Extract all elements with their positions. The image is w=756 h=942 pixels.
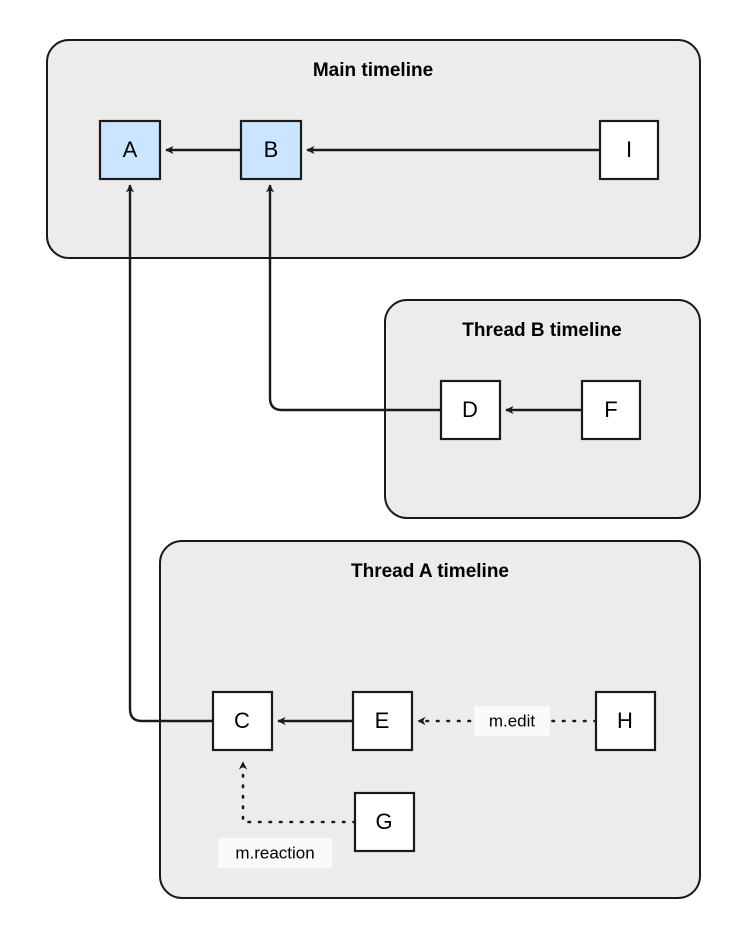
- node-a[interactable]: A: [98, 119, 162, 181]
- node-b-label: B: [264, 137, 279, 162]
- node-c[interactable]: C: [211, 690, 274, 752]
- node-g-label: G: [375, 809, 392, 834]
- node-e-label: E: [375, 708, 390, 733]
- group-main-timeline-title: Main timeline: [313, 60, 433, 81]
- node-b-box[interactable]: [239, 119, 303, 181]
- node-d-label: D: [462, 397, 478, 422]
- edge-label-m-edit-halo: [474, 706, 550, 736]
- group-thread-a-timeline: Thread A timeline: [159, 540, 701, 899]
- node-i-box[interactable]: [598, 119, 660, 181]
- edge-label-m-reaction-text: m.reaction: [235, 843, 314, 862]
- group-thread-a-timeline-box: [159, 540, 701, 899]
- node-h[interactable]: H: [594, 690, 657, 752]
- node-i[interactable]: I: [598, 119, 660, 181]
- node-a-label: A: [123, 137, 138, 162]
- group-thread-b-timeline-title: Thread B timeline: [462, 320, 621, 341]
- edge-label-m-edit-text: m.edit: [489, 711, 536, 730]
- node-d[interactable]: D: [439, 379, 502, 441]
- node-h-label: H: [617, 708, 633, 733]
- edge-label-m-reaction-halo: [218, 838, 332, 868]
- node-c-label: C: [234, 708, 250, 733]
- node-h-box[interactable]: [594, 690, 657, 752]
- group-thread-a-timeline-title: Thread A timeline: [351, 561, 509, 582]
- edge-c-to-a: [125, 184, 213, 723]
- node-e[interactable]: E: [351, 690, 414, 752]
- node-e-box[interactable]: [351, 690, 414, 752]
- node-b[interactable]: B: [239, 119, 303, 181]
- node-f[interactable]: F: [580, 379, 642, 441]
- node-d-box[interactable]: [439, 379, 502, 441]
- node-g-box[interactable]: [353, 791, 416, 853]
- edge-label-m-reaction: m.reaction: [218, 838, 332, 868]
- node-g[interactable]: G: [353, 791, 416, 853]
- edge-d-to-b: [265, 184, 441, 412]
- node-i-label: I: [626, 137, 632, 162]
- node-f-label: F: [604, 397, 617, 422]
- node-c-box[interactable]: [211, 690, 274, 752]
- node-a-box[interactable]: [98, 119, 162, 181]
- edge-label-m-edit: m.edit: [474, 706, 550, 736]
- node-f-box[interactable]: [580, 379, 642, 441]
